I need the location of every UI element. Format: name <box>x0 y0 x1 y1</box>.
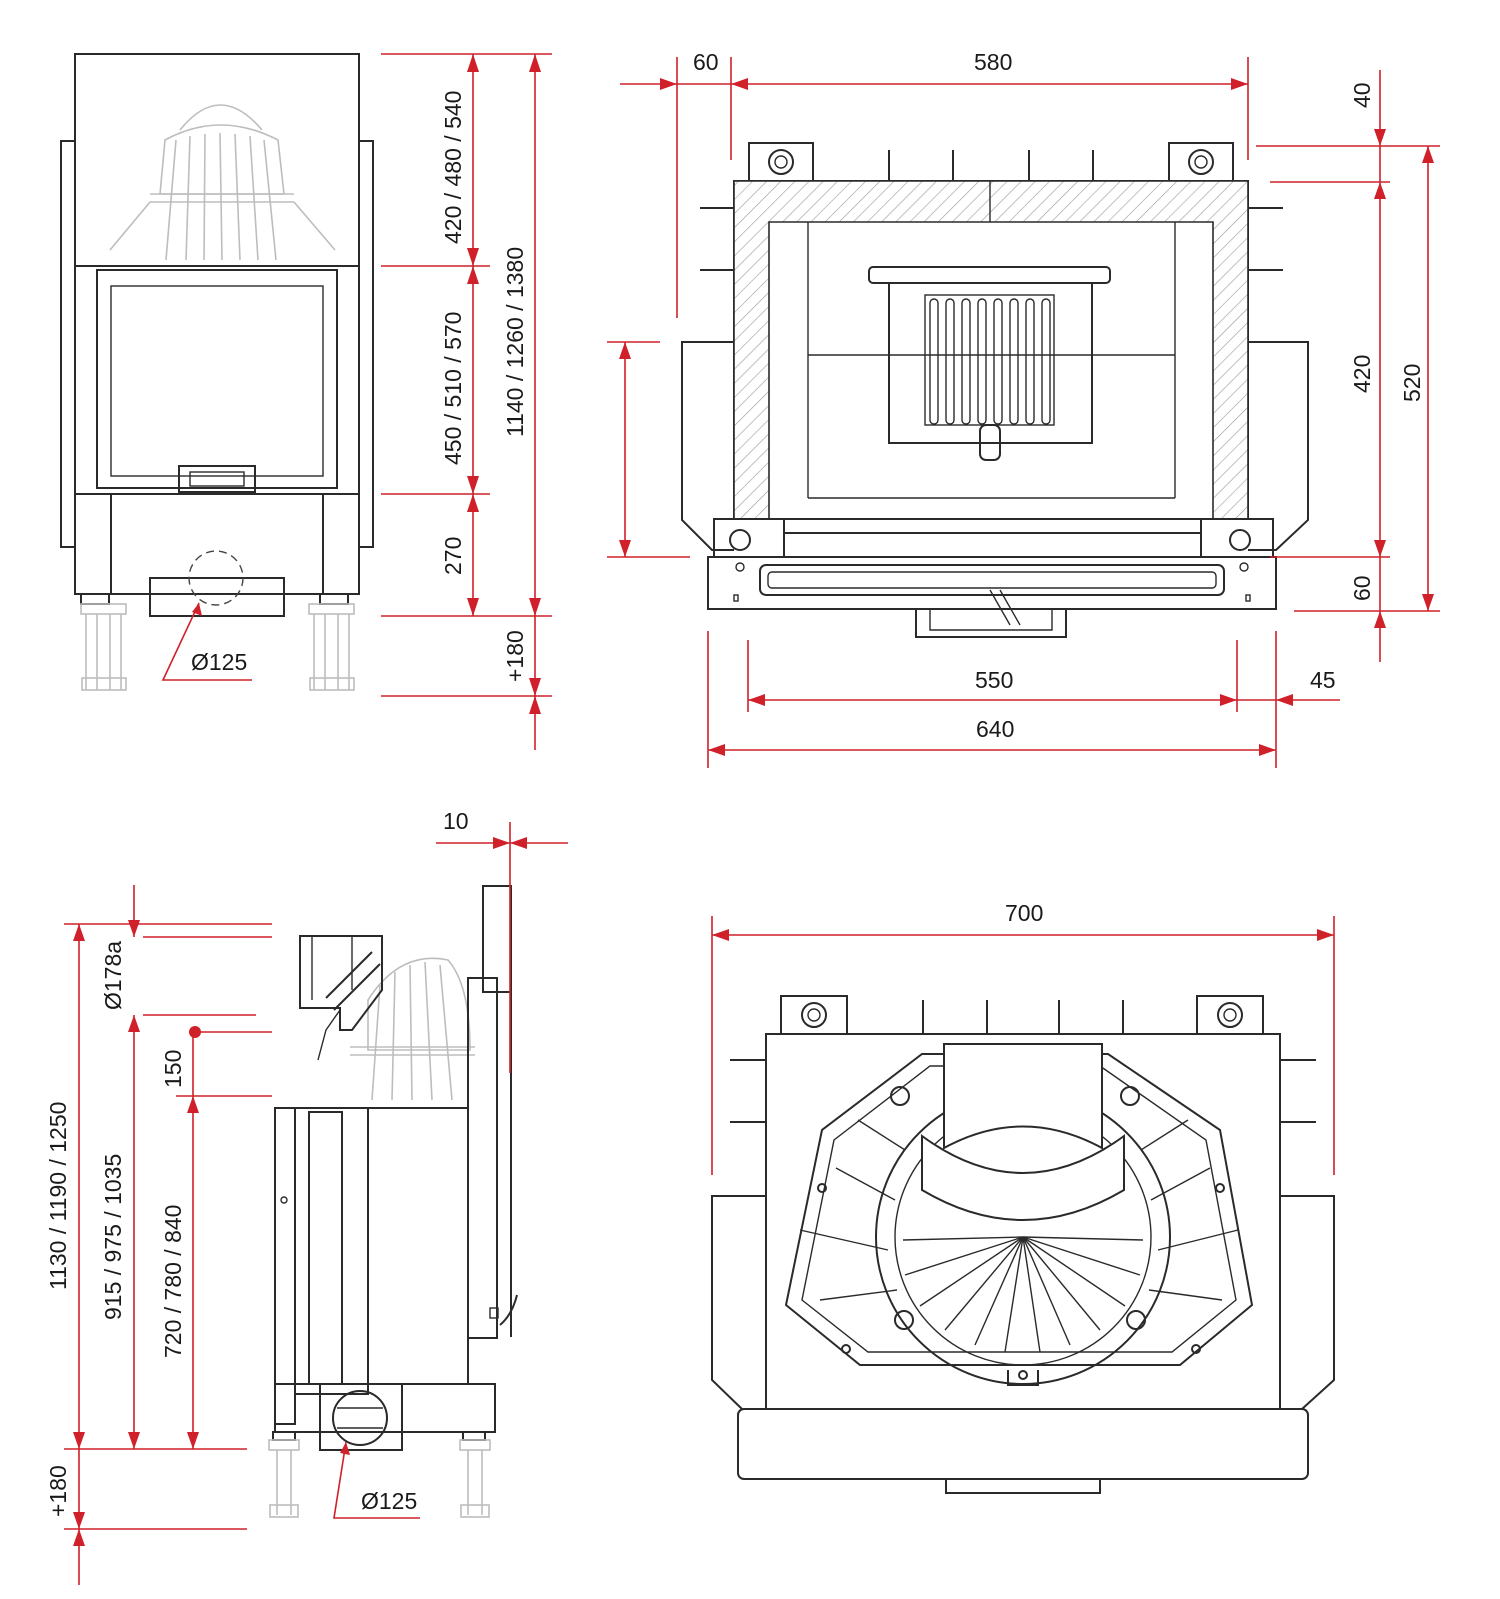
front-view: Ø125 420 / 480 / 540 450 / 510 / 570 270… <box>60 53 552 750</box>
top-dim-top-offset: 40 <box>1349 82 1375 108</box>
side-flue-label: Ø125 <box>361 1488 417 1514</box>
side-dim-flue: Ø178a <box>100 941 126 1010</box>
bottom-dim-width: 700 <box>1005 900 1043 926</box>
top-view: 60 580 40 420 520 60 550 45 640 <box>607 49 1440 768</box>
side-dome <box>350 957 475 1101</box>
side-dim-150: 150 <box>160 1050 186 1088</box>
top-dim-left: 60 <box>693 49 719 75</box>
front-dim-base: 270 <box>440 537 466 575</box>
top-dim-inner: 550 <box>975 667 1013 693</box>
grate <box>868 266 1111 461</box>
top-dim-right: 45 <box>1310 667 1336 693</box>
side-dim-offset: 10 <box>443 808 469 834</box>
front-flue-label: Ø125 <box>191 649 247 675</box>
side-dim-legs: +180 <box>45 1465 71 1517</box>
front-dim-total: 1140 / 1260 / 1380 <box>502 247 528 437</box>
front-dim-upper: 420 / 480 / 540 <box>440 91 466 244</box>
top-dim-width-top: 580 <box>974 49 1012 75</box>
top-dim-total-depth: 520 <box>1399 364 1425 402</box>
mounting-bosses <box>817 1086 1225 1386</box>
front-dim-legs: +180 <box>502 630 528 682</box>
side-view: Ø125 10 <box>45 808 568 1585</box>
side-dim-low: 720 / 780 / 840 <box>160 1205 186 1358</box>
adjustable-feet <box>80 603 355 691</box>
convection-dome <box>109 104 336 261</box>
bottom-view: 700 <box>711 900 1335 1494</box>
top-dim-total-width: 640 <box>976 716 1014 742</box>
radial-fins <box>799 1119 1239 1353</box>
side-dim-total: 1130 / 1190 / 1250 <box>45 1102 71 1290</box>
front-dim-door: 450 / 510 / 570 <box>440 312 466 465</box>
top-brackets <box>748 142 1234 182</box>
top-dim-depth: 420 <box>1349 355 1375 393</box>
top-dim-front-offset: 60 <box>1349 575 1375 601</box>
side-dim-mid: 915 / 975 / 1035 <box>100 1154 126 1320</box>
